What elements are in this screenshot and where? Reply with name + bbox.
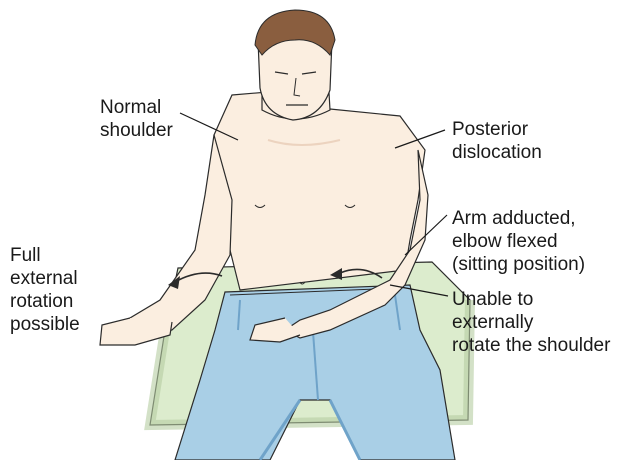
torso xyxy=(214,92,425,290)
label-normal-shoulder: Normal shoulder xyxy=(100,96,173,142)
label-arm-adducted: Arm adducted, elbow flexed (sitting posi… xyxy=(452,207,585,276)
label-posterior-dislocation: Posterior dislocation xyxy=(452,118,542,164)
label-unable-to-rotate: Unable to externally rotate the shoulder xyxy=(452,288,610,357)
head xyxy=(255,10,335,120)
label-full-external-rotation: Full external rotation possible xyxy=(10,244,80,336)
